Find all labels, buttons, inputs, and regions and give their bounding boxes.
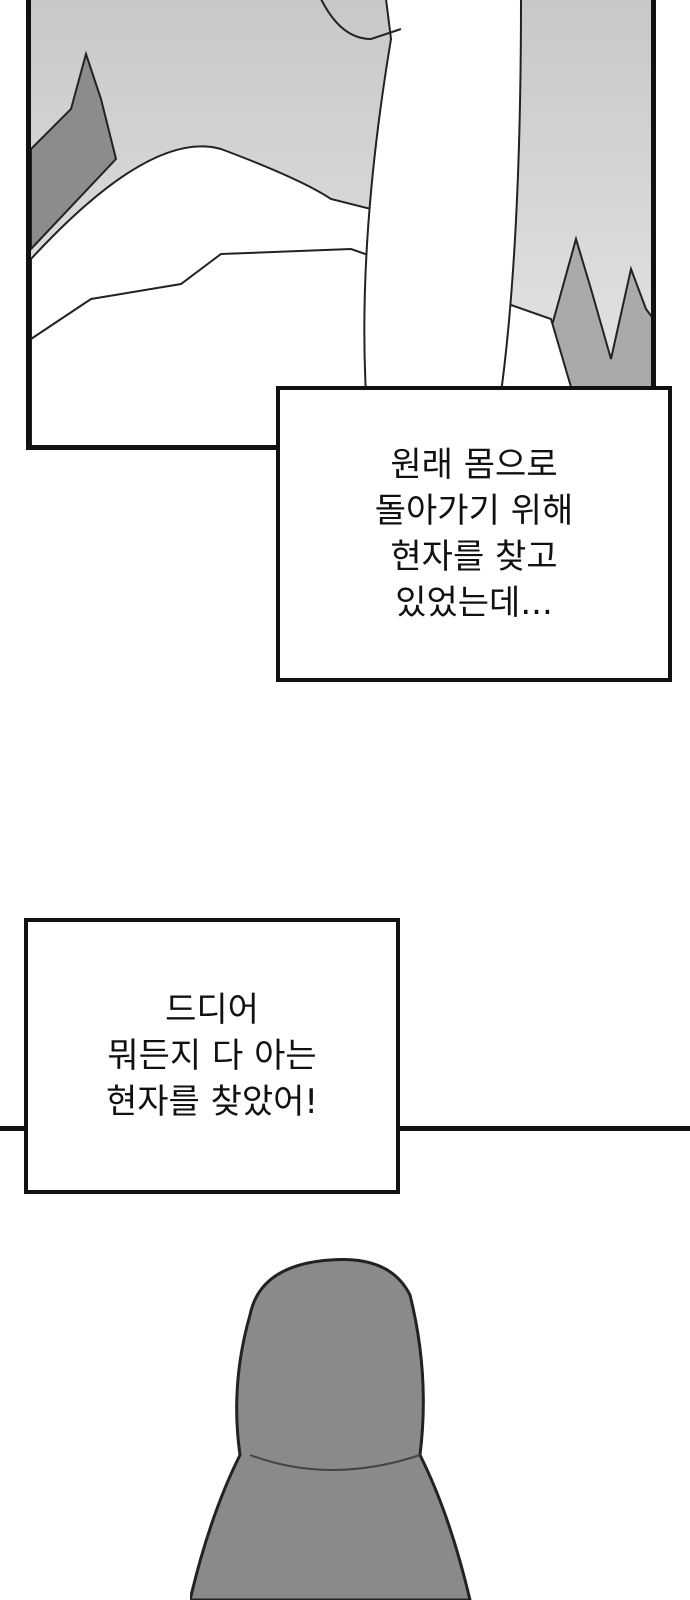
caption-line: 뭐든지 다 아는 — [107, 1036, 317, 1076]
mountain-scene-illustration — [31, 0, 651, 445]
hooded-sage-illustration — [190, 1257, 472, 1600]
narration-caption-2: 드디어 뭐든지 다 아는 현자를 찾았어! — [24, 918, 400, 1194]
caption-line: 현자를 찾고 — [390, 537, 558, 577]
caption-line: 돌아가기 위해 — [374, 491, 574, 531]
caption-line: 있었는데... — [395, 583, 553, 623]
caption-line: 드디어 — [165, 990, 259, 1030]
caption-line: 원래 몸으로 — [390, 445, 558, 485]
divider-line-right — [398, 1126, 690, 1131]
comic-panel-mountains — [26, 0, 656, 450]
narration-caption-1: 원래 몸으로 돌아가기 위해 현자를 찾고 있었는데... — [276, 386, 672, 682]
caption-line: 현자를 찾았어! — [105, 1082, 319, 1122]
divider-line-left — [0, 1126, 26, 1131]
